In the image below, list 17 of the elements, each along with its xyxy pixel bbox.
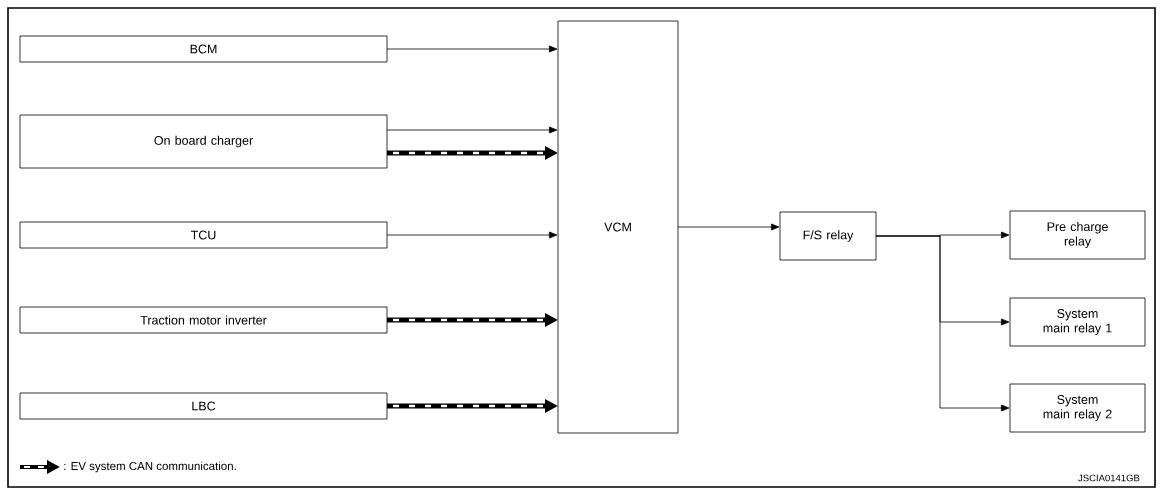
module-box: Traction motor inverter xyxy=(19,306,388,334)
relay-box: System main relay 1 xyxy=(1009,297,1146,347)
arrow xyxy=(386,45,558,53)
arrow xyxy=(386,126,558,134)
arrow xyxy=(677,223,780,231)
module-box: VCM xyxy=(557,20,679,434)
module-box: On board charger xyxy=(19,114,388,169)
arrow xyxy=(875,235,1010,412)
module-box: LBC xyxy=(19,392,388,420)
relay-box: System main relay 2 xyxy=(1009,383,1146,433)
legend-text: : EV system CAN communication. xyxy=(64,461,236,473)
arrow xyxy=(386,231,558,239)
figure-code: JSCIA0141GB xyxy=(1078,474,1140,482)
relay-box: F/S relay xyxy=(779,211,877,261)
module-box: TCU xyxy=(19,221,388,249)
relay-box: Pre charge relay xyxy=(1009,210,1146,260)
module-box: BCM xyxy=(19,35,388,63)
